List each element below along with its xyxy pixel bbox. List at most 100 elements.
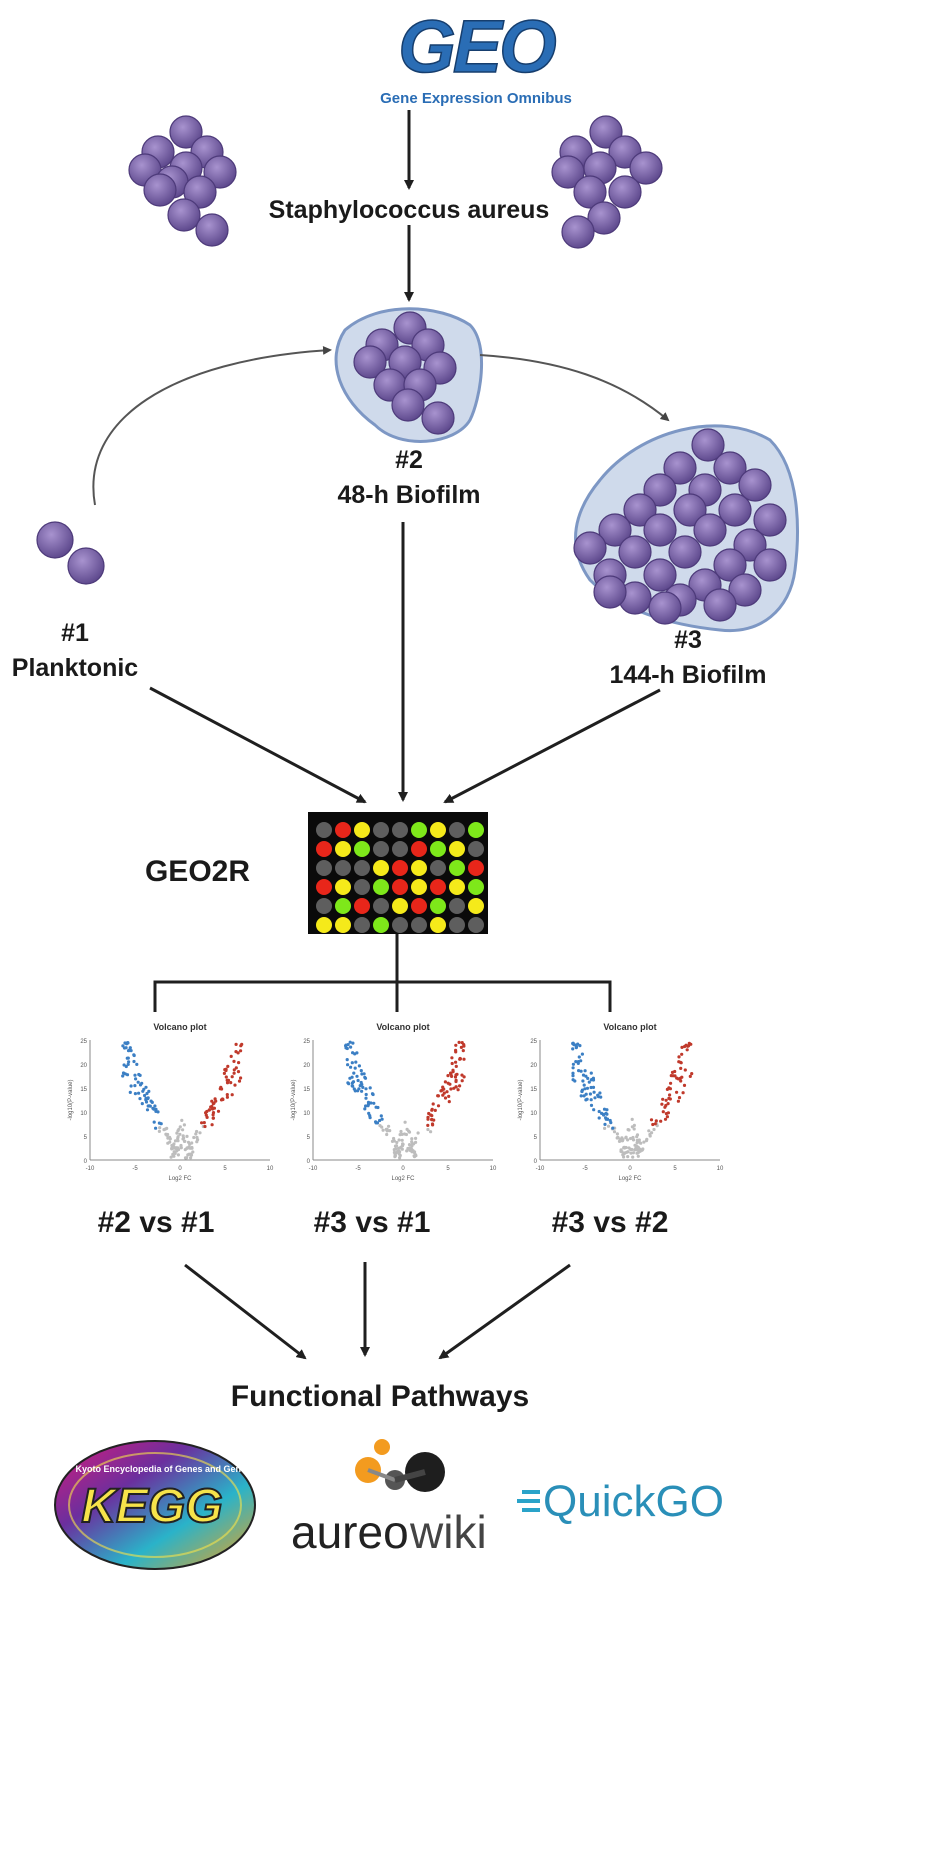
volcano-y-tick: 15 bbox=[303, 1087, 310, 1093]
volcano-point bbox=[368, 1086, 372, 1090]
volcano-point bbox=[237, 1061, 241, 1065]
volcano-point bbox=[591, 1078, 596, 1082]
volcano-point bbox=[171, 1154, 175, 1158]
quickgo-text: QuickGO bbox=[543, 1477, 724, 1526]
volcano-point bbox=[177, 1147, 181, 1152]
microarray-spot bbox=[354, 841, 370, 857]
volcano-point bbox=[429, 1130, 433, 1134]
volcano-point bbox=[426, 1123, 430, 1127]
volcano-point bbox=[149, 1099, 153, 1103]
volcano-x-tick: -10 bbox=[309, 1166, 318, 1172]
volcano-point bbox=[363, 1107, 367, 1111]
bacterium-cell bbox=[573, 175, 607, 209]
volcano-point bbox=[176, 1135, 180, 1139]
volcano-point bbox=[359, 1080, 363, 1085]
volcano-point bbox=[198, 1131, 202, 1135]
volcano-point bbox=[577, 1055, 581, 1059]
volcano-point bbox=[410, 1144, 414, 1148]
volcano-point bbox=[680, 1045, 684, 1049]
volcano-point bbox=[589, 1098, 593, 1102]
volcano-point bbox=[430, 1107, 434, 1111]
bacterium-cell bbox=[728, 573, 762, 607]
volcano-point bbox=[668, 1093, 672, 1097]
volcano-point bbox=[443, 1080, 447, 1084]
cluster-right bbox=[551, 115, 663, 249]
volcano-point bbox=[239, 1076, 243, 1080]
volcano-point bbox=[225, 1078, 229, 1082]
bacterium-cell bbox=[663, 451, 697, 485]
volcano-point bbox=[670, 1070, 675, 1074]
microarray-spot bbox=[392, 822, 408, 838]
volcano-point bbox=[210, 1123, 214, 1127]
volcano-title: Volcano plot bbox=[603, 1022, 656, 1032]
condition-1-name: Planktonic bbox=[12, 654, 139, 682]
volcano-point bbox=[637, 1149, 641, 1153]
volcano-point bbox=[381, 1128, 385, 1132]
bacterium-cell bbox=[169, 115, 203, 149]
microarray-spot bbox=[316, 822, 332, 838]
volcano-point bbox=[185, 1134, 189, 1138]
volcano-point bbox=[405, 1127, 409, 1131]
volcano-point bbox=[574, 1060, 578, 1064]
volcano-y-tick: 25 bbox=[80, 1039, 87, 1045]
volcano-point bbox=[669, 1074, 673, 1078]
microarray-spot bbox=[430, 860, 446, 876]
volcano-point bbox=[138, 1073, 142, 1077]
volcano-point bbox=[350, 1061, 354, 1065]
microarray-spot bbox=[335, 917, 351, 933]
volcano-point bbox=[571, 1071, 575, 1075]
bacterium-cell bbox=[421, 401, 455, 435]
volcano-point bbox=[133, 1073, 137, 1077]
volcano-y-tick: 5 bbox=[534, 1135, 538, 1141]
volcano-point bbox=[144, 1085, 148, 1089]
volcano-point bbox=[589, 1103, 594, 1107]
volcano-x-tick: 0 bbox=[628, 1166, 632, 1172]
volcano-point bbox=[431, 1123, 435, 1127]
volcano-point bbox=[582, 1094, 586, 1098]
volcano-point bbox=[375, 1121, 380, 1125]
microarray-spot bbox=[468, 917, 484, 933]
volcano-point bbox=[172, 1150, 176, 1154]
volcano-point bbox=[454, 1085, 458, 1089]
volcano-point bbox=[353, 1089, 357, 1093]
volcano-y-tick: 10 bbox=[530, 1111, 537, 1117]
volcano-point bbox=[456, 1088, 460, 1092]
volcano-point bbox=[447, 1094, 451, 1098]
volcano-point bbox=[675, 1090, 679, 1094]
volcano-point bbox=[661, 1097, 665, 1101]
volcano-point bbox=[351, 1051, 355, 1055]
volcano-x-tick: -10 bbox=[86, 1166, 95, 1172]
bacterium-cell bbox=[608, 175, 642, 209]
volcano-point bbox=[133, 1084, 137, 1088]
volcano-point bbox=[147, 1089, 151, 1093]
volcano-point bbox=[454, 1043, 458, 1047]
volcano-point bbox=[631, 1151, 636, 1155]
microarray-spot bbox=[316, 841, 332, 857]
volcano-point bbox=[186, 1140, 191, 1144]
volcano-point bbox=[348, 1076, 352, 1080]
aureowiki-text-b: wiki bbox=[409, 1506, 487, 1558]
volcano-point bbox=[586, 1076, 590, 1080]
volcano-point bbox=[576, 1061, 580, 1065]
volcano-point bbox=[682, 1083, 687, 1087]
volcano-point bbox=[649, 1118, 654, 1122]
volcano-point bbox=[688, 1074, 692, 1078]
microarray-spot bbox=[316, 898, 332, 914]
volcano-point bbox=[410, 1150, 414, 1154]
geo2r-label: GEO2R bbox=[145, 855, 250, 888]
volcano-point bbox=[460, 1041, 464, 1045]
volcano-point bbox=[604, 1116, 608, 1120]
bacterium-cell bbox=[693, 513, 727, 547]
volcano-point bbox=[615, 1132, 620, 1136]
volcano-point bbox=[666, 1102, 670, 1106]
microarray-spot bbox=[468, 822, 484, 838]
volcano-point bbox=[447, 1100, 451, 1104]
volcano-point bbox=[676, 1099, 681, 1103]
volcano-point bbox=[225, 1095, 229, 1099]
volcano-point bbox=[143, 1093, 147, 1098]
volcano-point bbox=[232, 1068, 236, 1072]
volcano-point bbox=[645, 1137, 649, 1141]
volcano-point bbox=[219, 1098, 224, 1102]
